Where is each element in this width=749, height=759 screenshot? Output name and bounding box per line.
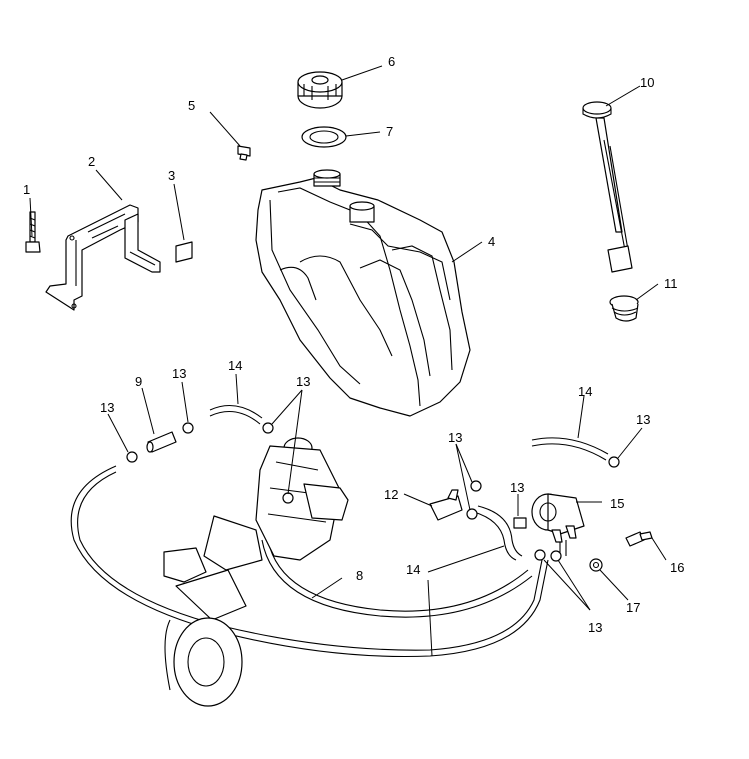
leader-lines xyxy=(29,65,667,657)
part-fuel-cap-6 xyxy=(297,71,343,109)
part-bolt-16 xyxy=(625,531,653,547)
part-pad-3 xyxy=(175,241,193,263)
callout-7: 7 xyxy=(386,124,393,139)
clamps-13 xyxy=(126,422,620,562)
part-screw-5 xyxy=(237,145,251,161)
callout-17: 17 xyxy=(626,600,640,615)
callout-11: 11 xyxy=(664,276,678,291)
callout-9: 9 xyxy=(135,374,142,389)
part-bracket-2 xyxy=(45,204,161,311)
callout-1: 1 xyxy=(23,182,30,197)
part-fuel-sender-10 xyxy=(582,101,633,273)
callout-4: 4 xyxy=(488,234,495,249)
part-gasket-7 xyxy=(301,126,347,148)
part-throttle-body xyxy=(163,437,349,707)
callout-13-e: 13 xyxy=(636,412,650,427)
callout-8: 8 xyxy=(356,568,363,583)
callout-15: 15 xyxy=(610,496,624,511)
callout-3: 3 xyxy=(168,168,175,183)
callout-2: 2 xyxy=(88,154,95,169)
callout-labels: 1 2 3 4 5 6 7 8 9 10 11 12 13 13 13 13 1… xyxy=(23,54,684,635)
callout-13-a: 13 xyxy=(100,400,114,415)
callout-12: 12 xyxy=(384,487,398,502)
callout-10: 10 xyxy=(640,75,654,90)
callout-13-c: 13 xyxy=(296,374,310,389)
callout-13-b: 13 xyxy=(172,366,186,381)
callout-13-d: 13 xyxy=(448,430,462,445)
part-tee-fitting-12 xyxy=(429,489,463,521)
callout-13-g: 13 xyxy=(588,620,602,635)
part-filter-9 xyxy=(146,431,177,453)
part-nut-17 xyxy=(589,558,603,572)
part-bolt-1 xyxy=(25,211,41,253)
callout-16: 16 xyxy=(670,560,684,575)
callout-14-a: 14 xyxy=(228,358,242,373)
part-pump-15 xyxy=(531,493,585,543)
part-grommet-11 xyxy=(609,295,639,322)
part-fuel-tank-4 xyxy=(255,169,471,417)
callout-13-f: 13 xyxy=(510,480,524,495)
callout-6: 6 xyxy=(388,54,395,69)
callout-14-b: 14 xyxy=(578,384,592,399)
callout-5: 5 xyxy=(188,98,195,113)
callout-14-c: 14 xyxy=(406,562,420,577)
